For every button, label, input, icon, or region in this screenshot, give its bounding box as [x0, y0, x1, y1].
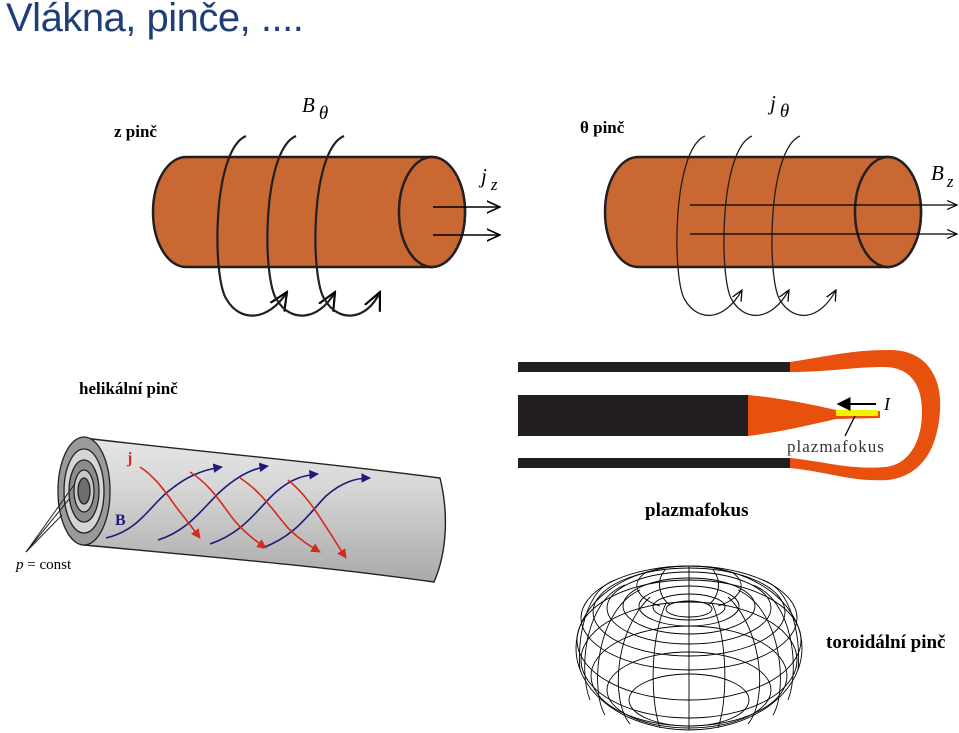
theta-pinch-field-symbol: B [931, 161, 944, 185]
theta-pinch-current-sub: θ [780, 101, 789, 122]
pressure-label-rest: = const [24, 557, 72, 573]
helical-b-lines [105, 462, 371, 549]
theta-pinch-label: θ pinč [580, 118, 625, 137]
toroidal-pinch-diagram: toroidální pinč [575, 565, 945, 731]
pressure-label-p: p [15, 557, 24, 573]
plasma-focus-diagram: I plazmafokus plazmafokus [518, 350, 941, 521]
helical-tube-end-rings [57, 436, 111, 546]
helical-pinch-diagram: helikální pinč j B [15, 379, 447, 583]
inner-electrode [518, 395, 748, 436]
z-pinch-label: z pinč [114, 122, 157, 141]
theta-pinch-field-lines [690, 205, 957, 234]
pressure-pointer-lines [25, 484, 75, 553]
z-pinch-field-sub: θ [319, 103, 328, 124]
z-pinch-current-sub: z [490, 175, 498, 194]
theta-pinch-current-symbol: j [767, 91, 776, 115]
pressure-label: p = const [15, 557, 72, 573]
z-pinch-current-arrows [433, 207, 500, 235]
helical-j-lines [139, 466, 347, 559]
plasma-sheath [790, 350, 941, 481]
theta-pinch-current-loops [676, 135, 836, 316]
z-pinch-field-symbol: B [302, 93, 315, 117]
theta-pinch-cylinder-end [853, 155, 923, 269]
torus-wireframe [575, 565, 803, 731]
z-pinch-cylinder-end [397, 155, 467, 269]
plasma-focus-cone [748, 395, 880, 436]
helical-j-label: j [126, 450, 132, 467]
slide-title: Vlákna, pinče, .... [6, 0, 304, 40]
z-pinch-field-loops [216, 134, 380, 317]
plasma-focus-caption: plazmafokus [645, 500, 748, 521]
outer-electrode-top [518, 362, 790, 372]
outer-electrode-bottom [518, 458, 790, 468]
plasma-focus-inner-label: plazmafokus [787, 437, 885, 456]
toroidal-pinch-label: toroidální pinč [826, 632, 945, 653]
focus-pointer [844, 415, 856, 437]
z-pinch-current-symbol: j [478, 164, 487, 188]
current-label: I [883, 394, 891, 414]
focus-spot [836, 410, 878, 416]
helical-tube-body [83, 437, 447, 583]
theta-pinch-field-sub: z [946, 172, 954, 191]
helical-pinch-label: helikální pinč [79, 379, 178, 398]
helical-b-label: B [115, 512, 126, 529]
